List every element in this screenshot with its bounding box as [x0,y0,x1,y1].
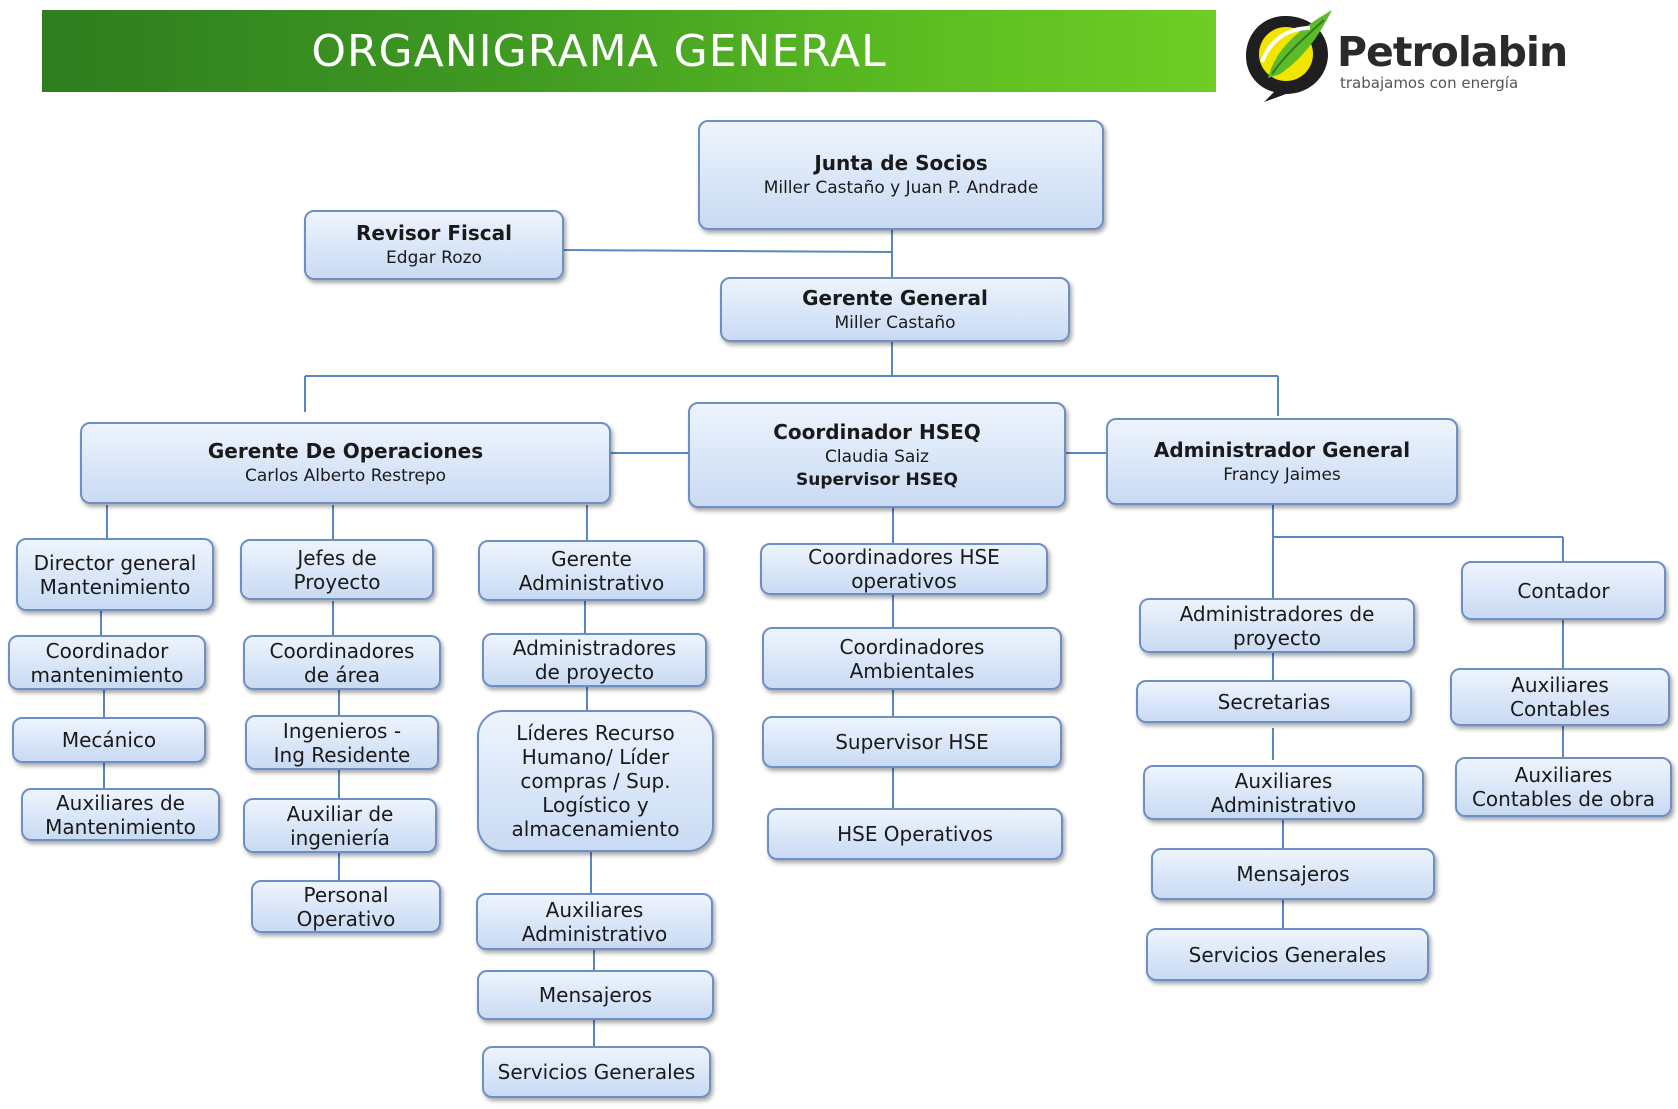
box-title: Gerente De Operaciones [207,439,484,464]
box-title: Gerente General [802,285,988,310]
box-subtitle: Edgar Rozo [386,248,482,269]
administradores-proyecto-ops-box: Administradores de proyecto [482,633,707,687]
box-label: Gerente Administrativo [518,546,665,595]
box-label: Coordinadores Ambientales [839,634,985,683]
box-label: Supervisor HSE [835,730,989,754]
box-label: Coordinadores HSE operativos [808,545,1000,593]
auxiliares-administrativo-adm-box: Auxiliares Administrativo [1143,765,1424,820]
administrador-general-box: Administrador General Francy Jaimes [1106,418,1458,505]
box-label: Personal Operativo [296,882,396,931]
box-label: Mecánico [61,728,157,752]
box-subtitle: Claudia Saiz [825,446,929,467]
servicios-generales-adm-box: Servicios Generales [1146,928,1429,981]
box-title: Junta de Socios [814,151,988,176]
gerente-general-box: Gerente General Miller Castaño [720,277,1070,342]
revisor-fiscal-box: Revisor Fiscal Edgar Rozo [304,210,564,280]
box-label: Administradores de proyecto [512,636,677,684]
box-label: Auxiliares Administrativo [1210,768,1357,817]
box-label: Ingenieros - Ing Residente [273,718,411,767]
box-label: Auxiliares Contables [1510,673,1610,721]
auxiliar-ingenieria-box: Auxiliar de ingeniería [243,798,437,853]
mensajeros-ops-box: Mensajeros [477,970,714,1020]
lideres-box: Líderes Recurso Humano/ Líder compras / … [477,710,714,852]
hse-operativos-box: HSE Operativos [767,808,1063,860]
box-extra: Supervisor HSEQ [796,470,958,490]
auxiliares-administrativo-ops-box: Auxiliares Administrativo [476,893,713,950]
coordinadores-hse-operativos-box: Coordinadores HSE operativos [760,543,1048,595]
administradores-proyecto-adm-box: Administradores de proyecto [1139,598,1415,653]
mecanico-box: Mecánico [12,717,206,763]
box-label: Mensajeros [538,983,653,1007]
box-label: Secretarias [1217,689,1331,714]
box-subtitle: Carlos Alberto Restrepo [244,466,447,487]
personal-operativo-box: Personal Operativo [251,880,441,933]
gerente-operaciones-box: Gerente De Operaciones Carlos Alberto Re… [80,422,611,504]
logo-tagline: trabajamos con energía [1340,74,1519,92]
auxiliares-mantenimiento-box: Auxiliares de Mantenimiento [21,788,220,841]
coordinadores-ambientales-box: Coordinadores Ambientales [762,627,1062,690]
servicios-generales-ops-box: Servicios Generales [482,1046,711,1098]
coordinador-mantenimiento-box: Coordinador mantenimiento [8,635,206,690]
box-label: Líderes Recurso Humano/ Líder compras / … [511,721,680,841]
box-label: Director general Mantenimiento [33,550,197,599]
box-subtitle: Francy Jaimes [1223,464,1341,485]
company-logo: Petrolabin trabajamos con energía [1240,4,1568,104]
supervisor-hse-box: Supervisor HSE [762,716,1062,768]
contador-box: Contador [1461,561,1666,620]
auxiliares-contables-box: Auxiliares Contables [1450,668,1670,726]
ingenieros-box: Ingenieros - Ing Residente [245,715,439,770]
auxiliares-contables-obra-box: Auxiliares Contables de obra [1455,757,1672,817]
box-label: Auxiliares de Mantenimiento [45,790,196,839]
coordinadores-area-box: Coordinadores de área [243,635,441,690]
box-label: Coordinadores de área [269,638,415,687]
director-mantenimiento-box: Director general Mantenimiento [16,538,214,611]
box-title: Revisor Fiscal [356,221,512,246]
leaf-drop-icon [1246,10,1332,102]
page-title: ORGANIGRAMA GENERAL [311,25,887,77]
box-label: Auxiliares Contables de obra [1471,763,1656,811]
box-label: Jefes de Proyecto [293,545,381,594]
box-label: HSE Operativos [837,822,993,846]
box-label: Servicios Generales [497,1060,696,1084]
box-label: Coordinador mantenimiento [30,638,184,687]
mensajeros-adm-box: Mensajeros [1151,848,1435,900]
jefes-proyecto-box: Jefes de Proyecto [240,539,434,600]
box-title: Coordinador HSEQ [773,419,981,444]
gerente-administrativo-box: Gerente Administrativo [478,540,705,601]
box-label: Mensajeros [1236,862,1350,886]
logo-wordmark: Petrolabin [1337,28,1568,76]
box-label: Auxiliar de ingeniería [286,801,394,850]
coordinador-hseq-box: Coordinador HSEQ Claudia Saiz Supervisor… [688,402,1066,508]
box-subtitle: Miller Castaño [834,312,956,333]
box-label: Administradores de proyecto [1179,601,1375,650]
box-title: Administrador General [1153,437,1411,462]
secretarias-box: Secretarias [1136,680,1412,723]
title-banner: ORGANIGRAMA GENERAL [42,10,1216,92]
box-label: Contador [1517,578,1610,603]
box-label: Servicios Generales [1188,942,1387,967]
box-subtitle: Miller Castaño y Juan P. Andrade [763,178,1039,199]
box-label: Auxiliares Administrativo [521,897,668,946]
junta-de-socios-box: Junta de Socios Miller Castaño y Juan P.… [698,120,1104,230]
